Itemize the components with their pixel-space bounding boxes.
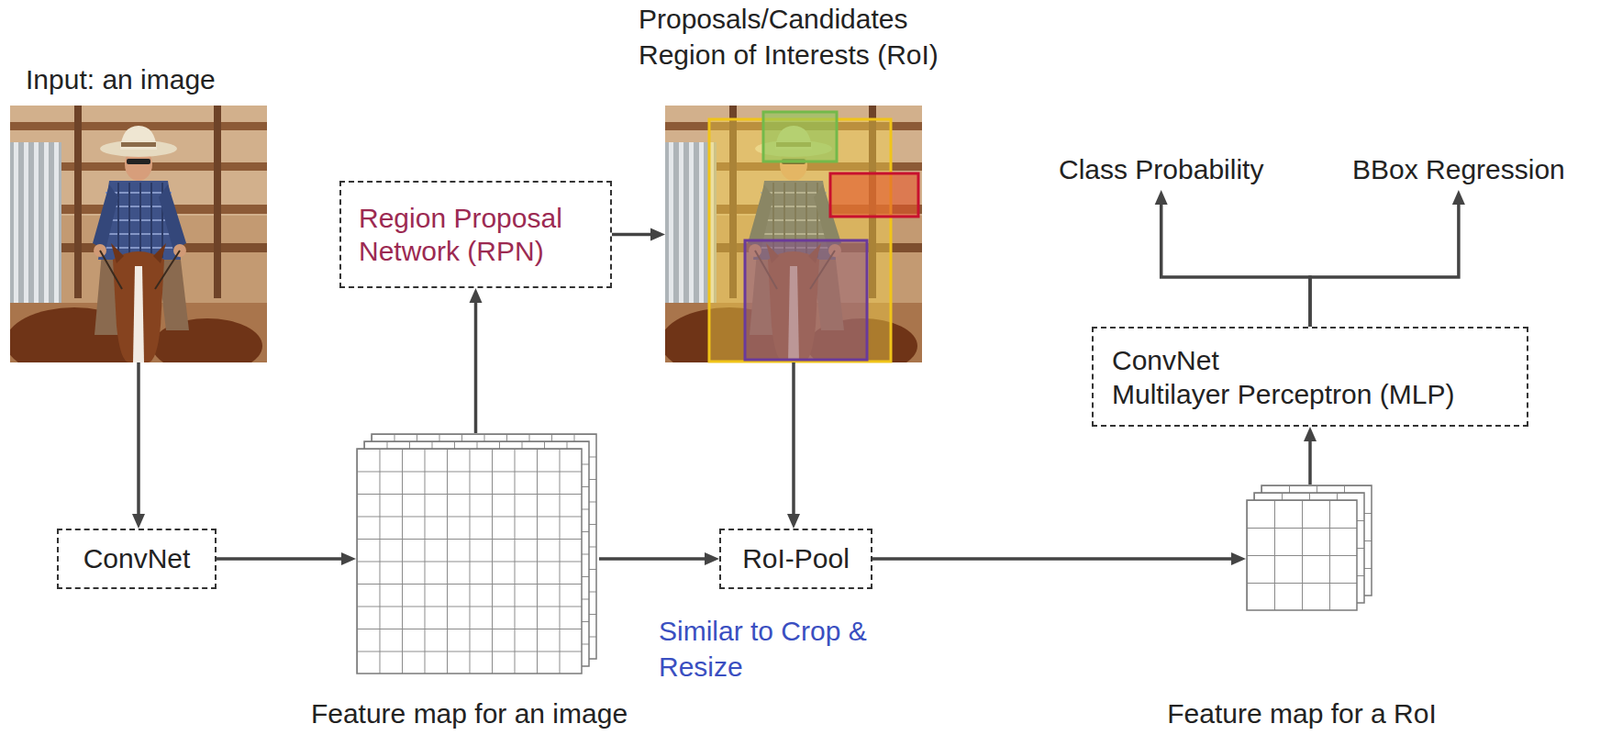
map-caption: Feature map for a RoI [1166,697,1436,731]
roi-box [763,111,837,162]
feature-grid [355,433,600,677]
arrow-connector [599,556,712,561]
input-image: Input: an image [10,105,267,363]
proposal-image: Proposals/Candidates Region of Interests… [665,105,923,363]
box-label: Region Proposal Network (RPN) [358,201,593,268]
arrow-connector [474,295,478,434]
arrow-connector [1310,197,1459,327]
feature-map: Feature map for an image [355,433,600,677]
map-caption: Feature map for an image [311,697,628,731]
photo-scene [660,105,923,378]
roi-box [744,240,867,360]
box-label: Multilayer Perceptron (MLP) [1111,377,1455,412]
process-box: Region Proposal Network (RPN) [339,180,612,289]
photo-illustration [665,105,923,363]
arrow-connector [872,556,1239,561]
box-label: ConvNet [83,542,191,576]
feature-grid-part-part [356,448,582,674]
photo-scene [5,105,267,378]
output-text: BBox Regression [1352,153,1566,187]
feature-grid-part-part [1246,500,1357,611]
process-box: RoI-Pool [719,528,873,589]
arrow-connector [791,362,796,522]
process-box: ConvNet [56,528,217,589]
image-heading: Input: an image [25,63,216,97]
image-heading: Proposals/Candidates Region of Interests… [638,0,978,73]
feature-grid-part [356,448,582,674]
arrow-connector [1308,433,1312,485]
arrow-connector [1161,197,1311,327]
feature-grid [1245,484,1373,612]
box-label: ConvNet [1111,343,1220,378]
feature-grid-part-part [356,448,582,674]
output-label: BBox Regression [1348,149,1569,190]
arrow-connector [136,362,141,522]
feature-grid-part [1246,500,1357,611]
note-text: Similar to Crop & Resize [658,612,898,685]
process-box: ConvNetMultilayer Perceptron (MLP) [1091,326,1529,427]
feature-map: Feature map for a RoI [1245,484,1373,612]
photo-illustration [10,105,267,363]
feature-grid-part-part [1246,500,1357,611]
feature-grid-part-part [1246,500,1357,611]
arrow-connector [216,556,349,561]
output-label: Class Probability [1055,149,1267,190]
arrow-connector [611,233,658,237]
output-text: Class Probability [1058,153,1264,187]
roi-box [830,173,919,217]
feature-grid-part-part [356,448,582,674]
box-label: RoI-Pool [742,542,850,576]
